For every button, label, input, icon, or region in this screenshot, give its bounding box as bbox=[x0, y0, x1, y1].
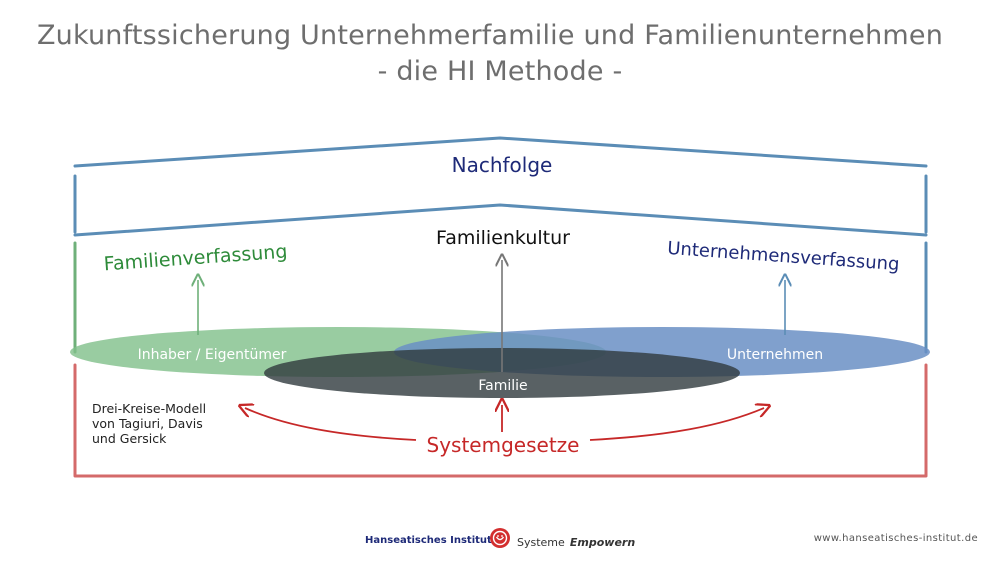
culture-label: Familienkultur bbox=[436, 227, 570, 249]
model-note-line-3: und Gersick bbox=[92, 431, 167, 446]
page-subtitle: - die HI Methode - bbox=[377, 56, 623, 87]
owner-label: Inhaber / Eigentümer bbox=[138, 347, 287, 363]
right-label: Unternehmensverfassung bbox=[667, 238, 900, 275]
family-label: Familie bbox=[478, 378, 527, 394]
model-note-line-1: Drei-Kreise-Modell bbox=[92, 401, 206, 416]
tagline: Systeme Empowern bbox=[517, 531, 635, 550]
side-posts bbox=[73, 241, 928, 354]
roof-label: Nachfolge bbox=[452, 153, 553, 177]
page-title: Zukunftssicherung Unternehmerfamilie und… bbox=[36, 20, 944, 51]
left-label: Familienverfassung bbox=[103, 241, 288, 276]
company-label: Unternehmen bbox=[727, 347, 823, 363]
brand-name: Hanseatisches Institut bbox=[365, 528, 492, 547]
system-label: Systemgesetze bbox=[427, 433, 580, 457]
system-arrows bbox=[245, 405, 764, 441]
model-note-line-2: von Tagiuri, Davis bbox=[92, 416, 203, 431]
brand-text: Hanseatisches Institut bbox=[365, 535, 492, 546]
tagline-italic: Empowern bbox=[569, 536, 636, 549]
website-link[interactable]: www.hanseatisches-institut.de bbox=[813, 533, 978, 544]
base-frame bbox=[73, 363, 928, 478]
brand-logo-icon bbox=[490, 528, 510, 548]
roof-frame bbox=[73, 136, 928, 237]
tagline-plain: Systeme bbox=[517, 536, 565, 549]
family-ellipse bbox=[264, 348, 740, 398]
